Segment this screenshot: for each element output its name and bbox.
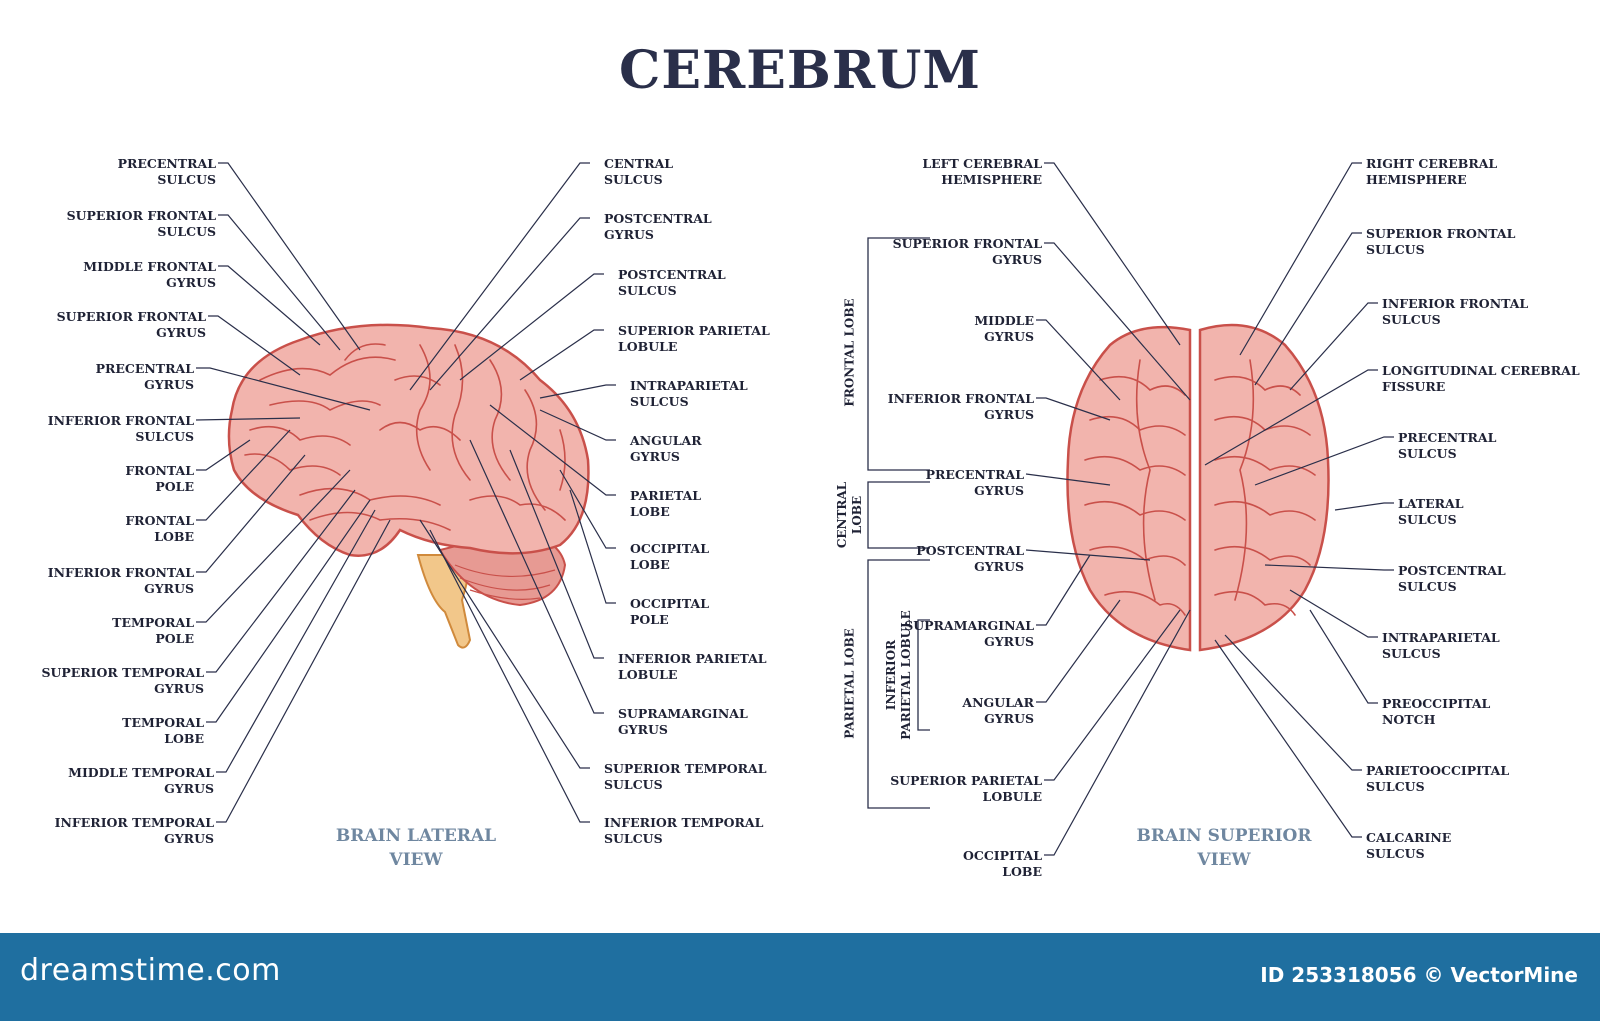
label-middle-temporal-gyrus: MIDDLE TEMPORAL GYRUS — [68, 765, 214, 797]
lateral-view-caption: BRAIN LATERAL VIEW — [296, 824, 536, 872]
label-occipital-pole: OCCIPITAL POLE — [630, 596, 709, 628]
label-right-cerebral-hemisphere: RIGHT CEREBRAL HEMISPHERE — [1366, 156, 1497, 188]
label-longitudinal-cerebral-fissure: LONGITUDINAL CEREBRAL FISSURE — [1382, 363, 1580, 395]
label-intraparietal-sulcus: INTRAPARIETAL SULCUS — [630, 378, 748, 410]
label-supramarginal-gyrus-top: SUPRAMARGINAL GYRUS — [904, 618, 1034, 650]
group-label-inferior-parietal-lobule: INFERIOR PARIETAL LOBULE — [884, 610, 914, 740]
label-superior-temporal-gyrus: SUPERIOR TEMPORAL GYRUS — [41, 665, 204, 697]
label-precentral-gyrus-top: PRECENTRAL GYRUS — [926, 467, 1024, 499]
label-middle-frontal-gyrus: MIDDLE FRONTAL GYRUS — [83, 259, 216, 291]
superior-view-caption: BRAIN SUPERIOR VIEW — [1104, 824, 1344, 872]
label-parietooccipital-sulcus: PARIETOOCCIPITAL SULCUS — [1366, 763, 1509, 795]
label-postcentral-gyrus-top: POSTCENTRAL GYRUS — [916, 543, 1024, 575]
group-label-central-lobe: CENTRAL LOBE — [835, 475, 865, 555]
label-postcentral-sulcus: POSTCENTRAL SULCUS — [618, 267, 726, 299]
label-postcentral-gyrus: POSTCENTRAL GYRUS — [604, 211, 712, 243]
label-inferior-frontal-gyrus-top: INFERIOR FRONTAL GYRUS — [888, 391, 1034, 423]
label-lateral-sulcus: LATERAL SULCUS — [1398, 496, 1464, 528]
label-left-cerebral-hemisphere: LEFT CEREBRAL HEMISPHERE — [922, 156, 1042, 188]
lateral-brain-illustration — [229, 325, 589, 648]
label-precentral-sulcus-top: PRECENTRAL SULCUS — [1398, 430, 1496, 462]
label-inferior-frontal-sulcus: INFERIOR FRONTAL SULCUS — [48, 413, 194, 445]
label-superior-temporal-sulcus: SUPERIOR TEMPORAL SULCUS — [604, 761, 767, 793]
label-inferior-frontal-sulcus-top: INFERIOR FRONTAL SULCUS — [1382, 296, 1528, 328]
label-superior-parietal-lobule: SUPERIOR PARIETAL LOBULE — [618, 323, 770, 355]
superior-brain-illustration — [1067, 325, 1328, 650]
label-inferior-temporal-gyrus: INFERIOR TEMPORAL GYRUS — [55, 815, 214, 847]
label-occipital-lobe-top: OCCIPITAL LOBE — [963, 848, 1042, 880]
label-central-sulcus: CENTRAL SULCUS — [604, 156, 673, 188]
label-superior-frontal-gyrus-top: SUPERIOR FRONTAL GYRUS — [893, 236, 1042, 268]
footer-bar: dreamstime.com ID 253318056 © VectorMine — [0, 933, 1600, 1021]
label-inferior-parietal-lobule: INFERIOR PARIETAL LOBULE — [618, 651, 767, 683]
label-temporal-lobe: TEMPORAL LOBE — [122, 715, 204, 747]
image-credit: ID 253318056 © VectorMine — [1260, 963, 1578, 987]
label-occipital-lobe: OCCIPITAL LOBE — [630, 541, 709, 573]
label-postcentral-sulcus-top: POSTCENTRAL SULCUS — [1398, 563, 1506, 595]
label-superior-frontal-sulcus-top: SUPERIOR FRONTAL SULCUS — [1366, 226, 1515, 258]
label-middle-gyrus: MIDDLE GYRUS — [974, 313, 1034, 345]
label-frontal-pole: FRONTAL POLE — [125, 463, 194, 495]
label-angular-gyrus: ANGULAR GYRUS — [630, 433, 702, 465]
group-label-frontal-lobe: FRONTAL LOBE — [843, 293, 858, 413]
label-angular-gyrus-top: ANGULAR GYRUS — [962, 695, 1034, 727]
label-precentral-sulcus: PRECENTRAL SULCUS — [118, 156, 216, 188]
label-precentral-gyrus: PRECENTRAL GYRUS — [96, 361, 194, 393]
label-superior-parietal-lobule-top: SUPERIOR PARIETAL LOBULE — [890, 773, 1042, 805]
group-label-parietal-lobe: PARIETAL LOBE — [843, 624, 858, 744]
diagram-canvas — [0, 0, 1600, 933]
label-temporal-pole: TEMPORAL POLE — [112, 615, 194, 647]
label-superior-frontal-sulcus: SUPERIOR FRONTAL SULCUS — [67, 208, 216, 240]
label-frontal-lobe: FRONTAL LOBE — [125, 513, 194, 545]
label-preoccipital-notch: PREOCCIPITAL NOTCH — [1382, 696, 1490, 728]
label-inferior-frontal-gyrus: INFERIOR FRONTAL GYRUS — [48, 565, 194, 597]
label-calcarine-sulcus: CALCARINE SULCUS — [1366, 830, 1451, 862]
brand-watermark: dreamstime.com — [20, 953, 281, 988]
label-supramarginal-gyrus: SUPRAMARGINAL GYRUS — [618, 706, 748, 738]
label-inferior-temporal-sulcus: INFERIOR TEMPORAL SULCUS — [604, 815, 763, 847]
label-intraparietal-sulcus-top: INTRAPARIETAL SULCUS — [1382, 630, 1500, 662]
label-superior-frontal-gyrus: SUPERIOR FRONTAL GYRUS — [57, 309, 206, 341]
label-parietal-lobe: PARIETAL LOBE — [630, 488, 701, 520]
